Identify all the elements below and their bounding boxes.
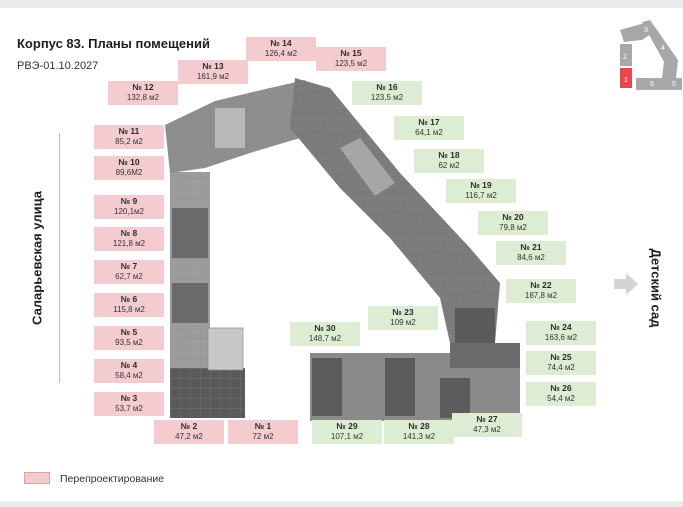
minimap-section-3: 3 [644,27,648,34]
diagonal-wing [290,78,500,343]
minimap-section-1: 1 [624,77,628,84]
minimap-section-4: 4 [661,45,665,52]
minimap-section-6: 6 [650,81,654,88]
plan-card: Корпус 83. Планы помещений РВЭ-01.10.202… [0,8,683,501]
top-wing [165,80,320,173]
legend-label: Перепроектирование [60,473,165,485]
minimap-section-5: 5 [672,81,676,88]
street-label-right: Детский сад [648,248,664,328]
left-wing [170,172,245,418]
section-minimap[interactable]: 1 2 3 4 5 6 [614,20,683,92]
minimap-section-2: 2 [623,54,627,61]
legend-swatch [24,472,50,484]
page-subtitle: РВЭ-01.10.2027 [17,60,99,72]
street-divider [59,133,60,383]
page-title: Корпус 83. Планы помещений [17,36,211,51]
bottom-wing [310,343,520,421]
floor-plan [165,78,520,421]
street-label-left: Саларьевская улица [29,191,45,325]
arrow-right-icon [614,273,638,295]
